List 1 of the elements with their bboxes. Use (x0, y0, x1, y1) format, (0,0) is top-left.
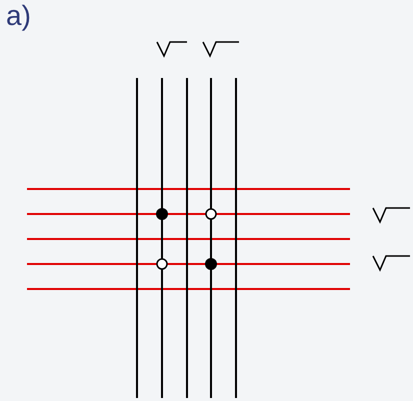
panel-label: a) (6, 0, 31, 32)
